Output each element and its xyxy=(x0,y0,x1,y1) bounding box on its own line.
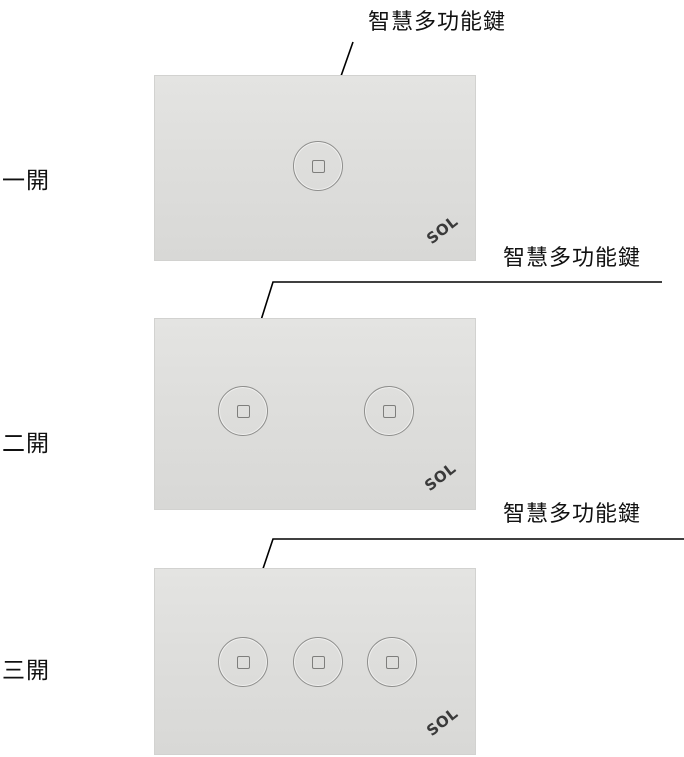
square-icon xyxy=(312,160,325,173)
touch-key-1[interactable] xyxy=(293,141,343,191)
touch-key-3[interactable] xyxy=(367,637,417,687)
callout-label-3: 智慧多功能鍵 xyxy=(503,502,642,527)
sol-logo: SOL xyxy=(421,459,460,495)
square-icon xyxy=(237,656,250,669)
row-label-three-gang: 三開 xyxy=(2,658,50,684)
touch-key-1[interactable] xyxy=(218,386,268,436)
touch-key-2[interactable] xyxy=(293,637,343,687)
square-icon xyxy=(386,656,399,669)
switch-panel-one-gang: SOL xyxy=(154,75,476,261)
row-label-one-gang: 一開 xyxy=(2,168,50,194)
square-icon xyxy=(383,405,396,418)
square-icon xyxy=(312,656,325,669)
touch-key-2[interactable] xyxy=(364,386,414,436)
square-icon xyxy=(237,405,250,418)
row-label-two-gang: 二開 xyxy=(2,431,50,457)
switch-panel-two-gang: SOL xyxy=(154,318,476,510)
sol-logo: SOL xyxy=(423,704,462,740)
touch-key-1[interactable] xyxy=(218,637,268,687)
switch-panel-three-gang: SOL xyxy=(154,568,476,755)
sol-logo: SOL xyxy=(423,212,462,248)
callout-label-1: 智慧多功能鍵 xyxy=(368,10,507,35)
callout-label-2: 智慧多功能鍵 xyxy=(503,246,642,271)
